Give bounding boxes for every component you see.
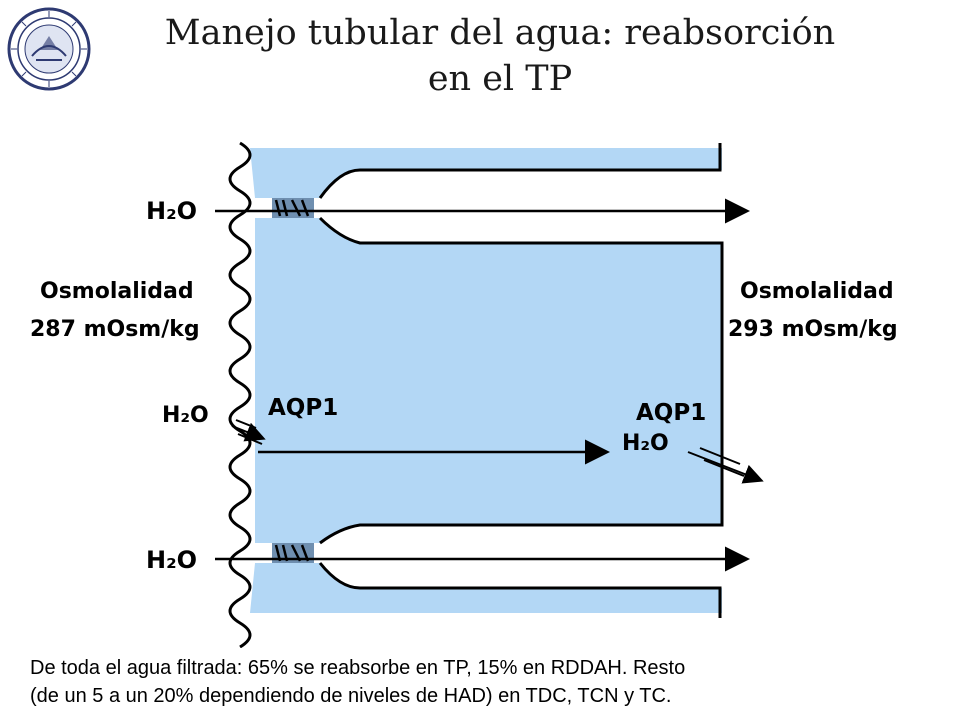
osmolality-right-value: 293 mOsm/kg [728, 317, 898, 342]
apical-membrane [228, 141, 252, 648]
h2o-label-middle: H₂O [162, 403, 209, 428]
title-line-1: Manejo tubular del agua: reabsorción [164, 13, 836, 53]
aqp1-exit-arrows [687, 447, 764, 484]
h2o-label-bottom: H₂O [146, 546, 197, 574]
caption-line-2: (de un 5 a un 20% dependiendo de niveles… [30, 685, 672, 707]
tubule-diagram: H₂O H₂O H₂O H₂O AQP1 AQP1 Osmolalidad 28… [30, 141, 898, 648]
page-title: Manejo tubular del agua: reabsorción en … [100, 10, 900, 102]
h2o-label-right: H₂O [622, 431, 669, 456]
osmolality-right-label: Osmolalidad [740, 279, 894, 304]
caption: De toda el agua filtrada: 65% se reabsor… [30, 654, 940, 710]
top-cell-outline [318, 143, 724, 618]
osmolality-left-value: 287 mOsm/kg [30, 317, 200, 342]
title-line-2: en el TP [427, 59, 573, 99]
caption-line-1: De toda el agua filtrada: 65% se reabsor… [30, 657, 686, 679]
university-seal-icon [7, 7, 91, 91]
osmolality-left-label: Osmolalidad [40, 279, 194, 304]
tubule-lumen-cell [255, 218, 722, 543]
aqp1-label-left: AQP1 [268, 395, 338, 421]
h2o-label-top: H₂O [146, 197, 197, 225]
top-cell-band [250, 148, 722, 198]
aqp1-label-right: AQP1 [636, 400, 706, 426]
aqp1-entry-ticks [235, 419, 263, 445]
aqp1-entry-arrow [231, 422, 266, 442]
